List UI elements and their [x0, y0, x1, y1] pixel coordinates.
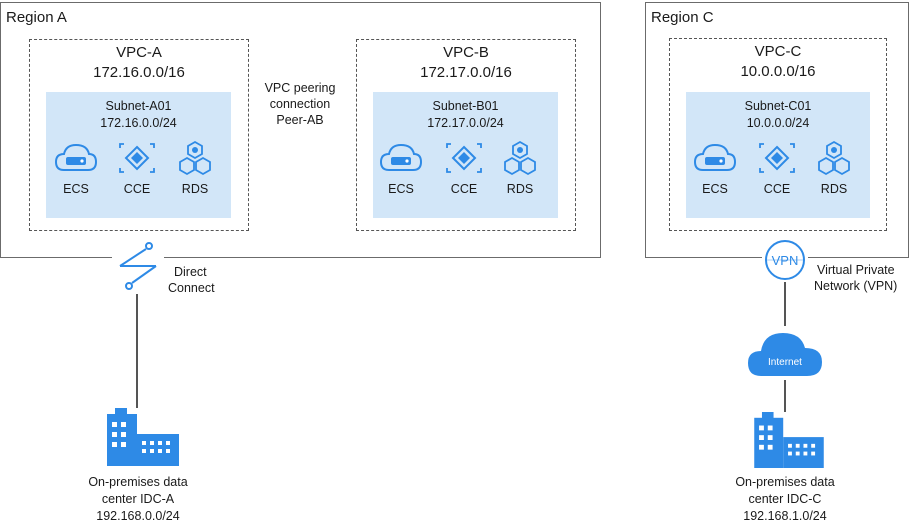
rds-service-b: RDS [495, 140, 545, 196]
vpn-icon: VPN [765, 240, 805, 280]
cce-icon [759, 143, 795, 173]
internet-cloud-icon: Internet [748, 333, 822, 376]
direct-connect-label-line2: Connect [168, 281, 215, 295]
cce-icon [119, 143, 155, 173]
cce-icon [446, 143, 482, 173]
vpc-a: VPC-A 172.16.0.0/16 Subnet-A01 172.16.0.… [29, 39, 249, 231]
cce-label: CCE [123, 182, 151, 196]
cce-service-c: CCE [752, 140, 802, 196]
idc-a-label-line2: center IDC-A [101, 492, 175, 506]
vpn-label: Virtual Private Network (VPN) [814, 262, 910, 294]
region-c-title: Region C [651, 9, 714, 26]
building-icon [107, 408, 179, 466]
subnet-a01-name: Subnet-A01 [105, 99, 172, 113]
subnet-c01: Subnet-C01 10.0.0.0/24 ECS CCE [686, 92, 870, 218]
vpc-a-cidr: 172.16.0.0/16 [93, 64, 185, 81]
ecs-label: ECS [702, 182, 728, 196]
ecs-service-a: ECS [51, 140, 101, 196]
ecs-service-c: ECS [690, 140, 740, 196]
ecs-service-b: ECS [376, 140, 426, 196]
idc-a-label-line1: On-premises data [88, 475, 188, 489]
vpc-c: VPC-C 10.0.0.0/16 Subnet-C01 10.0.0.0/24… [669, 38, 887, 231]
peering-label: VPC peering connection Peer-AB [250, 80, 350, 128]
vpc-b: VPC-B 172.17.0.0/16 Subnet-B01 172.17.0.… [356, 39, 576, 231]
ecs-label: ECS [63, 182, 89, 196]
direct-connect-node [112, 238, 164, 294]
vpn-label-line1: Virtual Private [817, 263, 895, 277]
idc-a-label: On-premises data center IDC-A 192.168.0.… [68, 474, 208, 525]
rds-label: RDS [506, 182, 534, 196]
ecs-label: ECS [388, 182, 414, 196]
idc-c-label-line2: center IDC-C [748, 492, 822, 506]
rds-service-c: RDS [809, 140, 859, 196]
ecs-icon [54, 143, 98, 171]
idc-c-label-line1: On-premises data [735, 475, 835, 489]
region-a-title: Region A [6, 9, 67, 26]
idc-c-node [751, 412, 827, 468]
idc-c-cidr: 192.168.1.0/24 [743, 509, 827, 523]
internet-node: Internet [745, 324, 825, 382]
cce-label: CCE [450, 182, 478, 196]
rds-service-a: RDS [170, 140, 220, 196]
vpn-label-line2: Network (VPN) [814, 279, 898, 293]
direct-connect-label: Direct Connect [168, 264, 248, 296]
cce-service-b: CCE [439, 140, 489, 196]
subnet-b01-cidr: 172.17.0.0/24 [427, 116, 504, 130]
peering-label-line2: connection [269, 97, 331, 111]
subnet-a01: Subnet-A01 172.16.0.0/24 ECS CCE [46, 92, 231, 218]
rds-icon [818, 140, 850, 176]
direct-connect-label-line1: Direct [174, 265, 207, 279]
vpc-b-name: VPC-B [443, 44, 489, 61]
direct-connect-icon [119, 242, 157, 290]
rds-label: RDS [820, 182, 848, 196]
vpn-icon-text: VPN [772, 253, 799, 268]
rds-icon [179, 140, 211, 176]
cce-label: CCE [763, 182, 791, 196]
subnet-c01-name: Subnet-C01 [744, 99, 812, 113]
ecs-icon [693, 143, 737, 171]
subnet-a01-cidr: 172.16.0.0/24 [100, 116, 177, 130]
building-icon [754, 412, 824, 468]
peering-label-line3: Peer-AB [276, 113, 324, 127]
peering-label-line1: VPC peering [264, 81, 336, 95]
rds-label: RDS [181, 182, 209, 196]
idc-a-cidr: 192.168.0.0/24 [96, 509, 180, 523]
subnet-b01-name: Subnet-B01 [432, 99, 499, 113]
idc-c-label: On-premises data center IDC-C 192.168.1.… [715, 474, 855, 525]
ecs-icon [379, 143, 423, 171]
internet-label: Internet [768, 357, 802, 368]
vpn-node: VPN [762, 240, 808, 282]
vpc-a-name: VPC-A [116, 44, 162, 61]
vpc-b-cidr: 172.17.0.0/16 [420, 64, 512, 81]
rds-icon [504, 140, 536, 176]
subnet-b01: Subnet-B01 172.17.0.0/24 ECS CCE [373, 92, 558, 218]
vpc-c-name: VPC-C [754, 43, 802, 60]
cce-service-a: CCE [112, 140, 162, 196]
vpc-c-cidr: 10.0.0.0/16 [740, 63, 816, 80]
idc-a-node [105, 408, 181, 466]
subnet-c01-cidr: 10.0.0.0/24 [746, 116, 810, 130]
